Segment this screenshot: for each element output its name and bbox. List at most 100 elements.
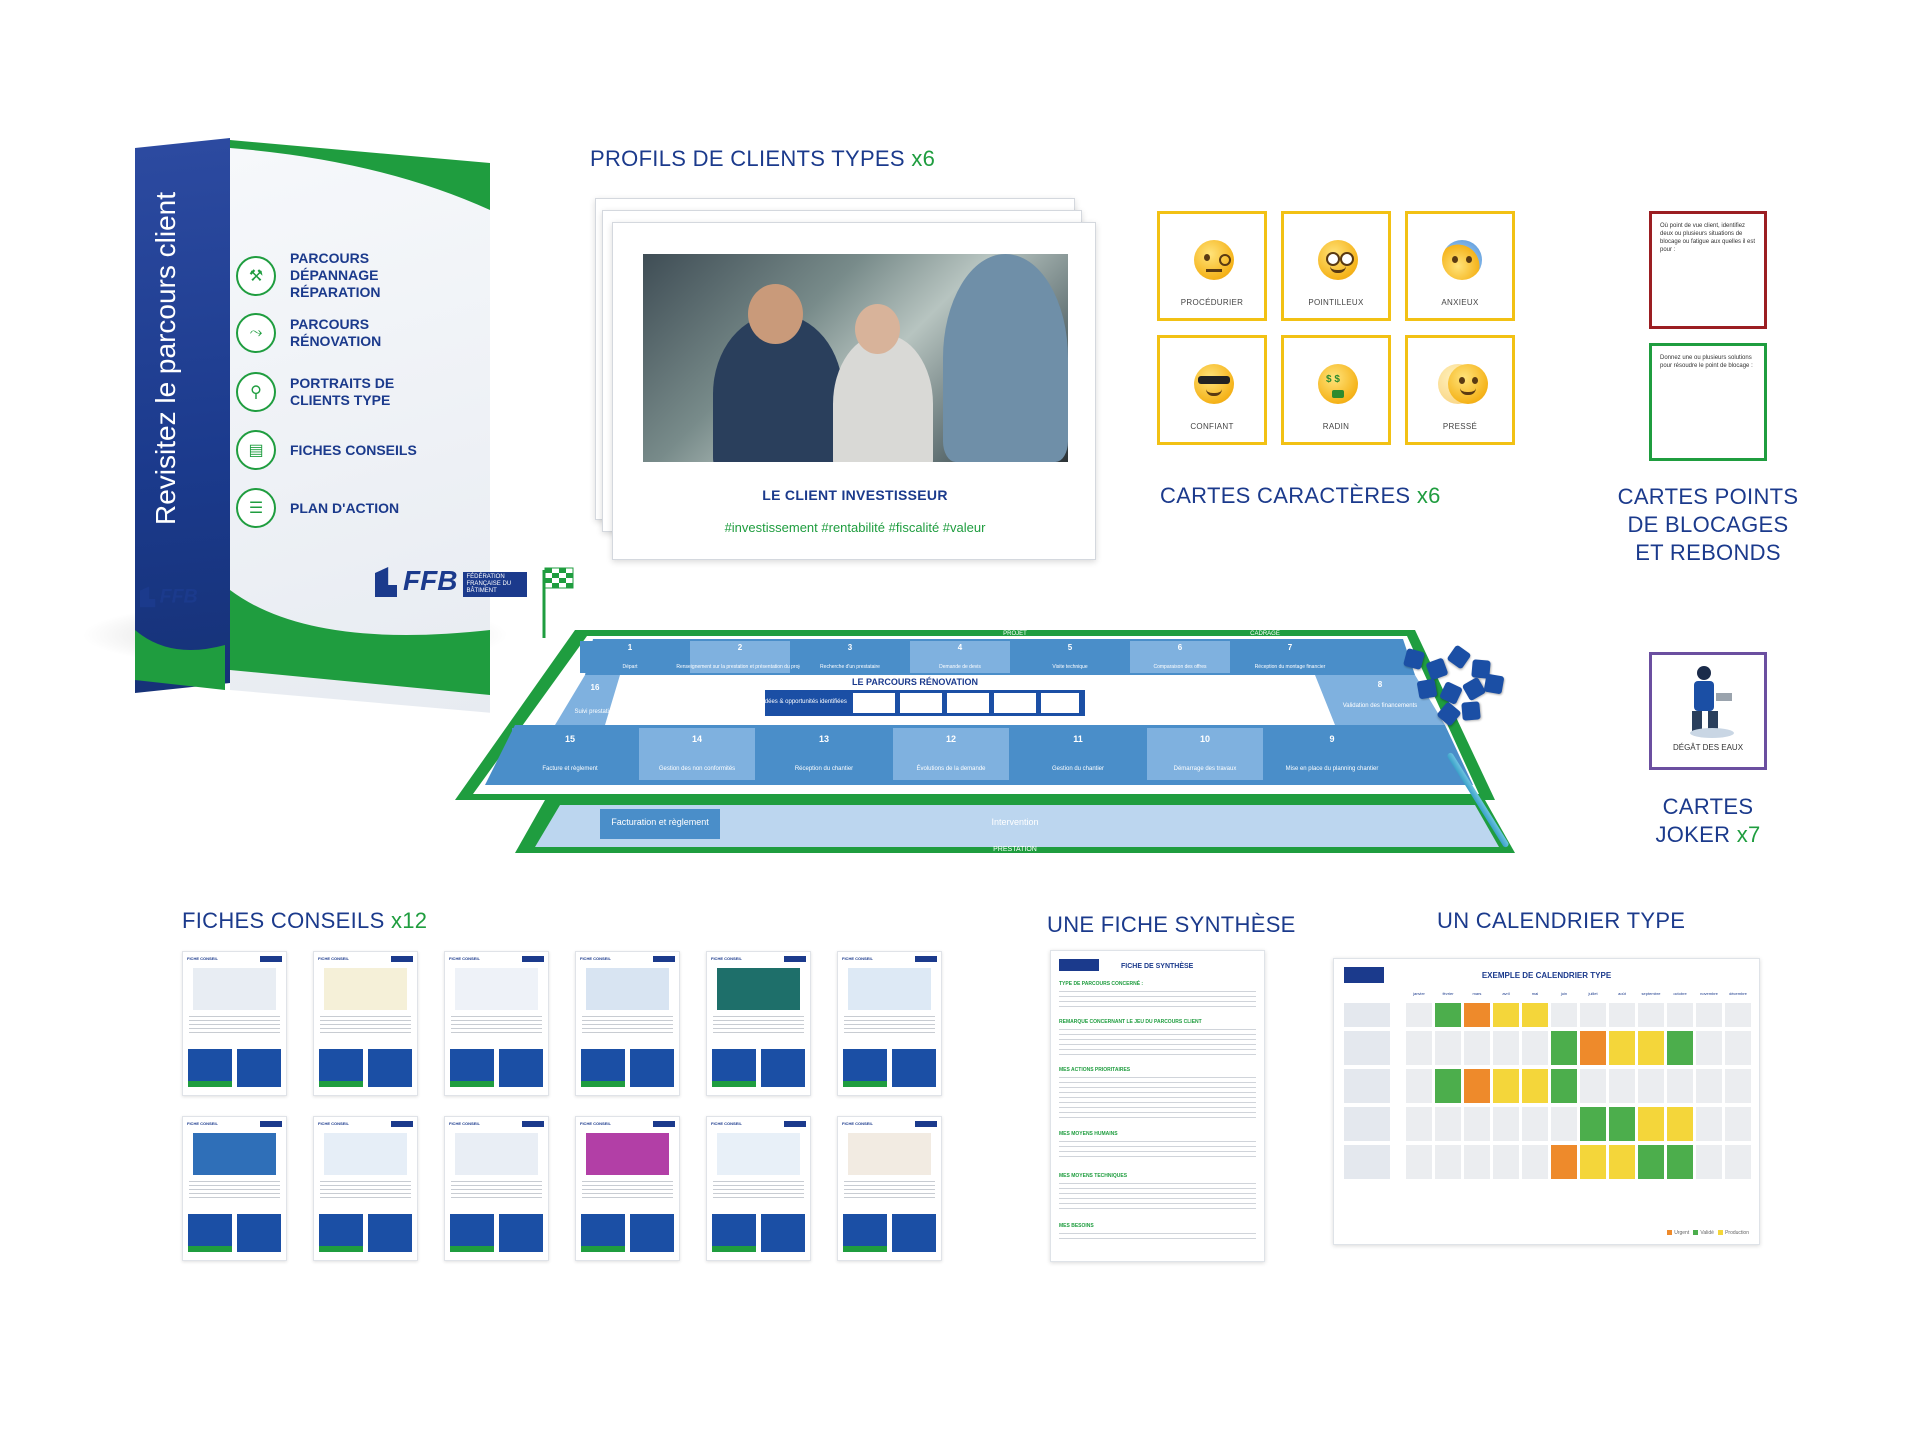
calendar-cell[interactable] — [1406, 1107, 1432, 1141]
calendar-cell[interactable] — [1696, 1031, 1722, 1065]
fiche-illustration — [848, 1133, 931, 1175]
die[interactable] — [1483, 673, 1505, 695]
calendar-cell[interactable] — [1464, 1145, 1490, 1179]
ffb-mini-logo — [260, 1121, 282, 1127]
synthese-document[interactable]: FICHE DE SYNTHÈSE TYPE DE PARCOURS CONCE… — [1050, 950, 1265, 1262]
calendar-cell[interactable] — [1580, 1107, 1606, 1141]
calendar-cell[interactable] — [1580, 1145, 1606, 1179]
fiche-panel — [761, 1214, 805, 1252]
fiche-conseil-card[interactable]: FICHE CONSEIL — [706, 1116, 811, 1261]
calendar-cell[interactable] — [1435, 1145, 1461, 1179]
calendar-cell[interactable] — [1406, 1003, 1432, 1027]
fiche-conseil-card[interactable]: FICHE CONSEIL — [575, 951, 680, 1096]
calendar-cell[interactable] — [1493, 1145, 1519, 1179]
calendar-cell[interactable] — [1609, 1107, 1635, 1141]
box-item-renovation: ⤳ PARCOURS RÉNOVATION — [236, 313, 450, 353]
calendar-cell[interactable] — [1638, 1145, 1664, 1179]
fiche-conseil-card[interactable]: FICHE CONSEIL — [444, 951, 549, 1096]
calendar-cell[interactable] — [1493, 1107, 1519, 1141]
calendar-cell[interactable] — [1725, 1069, 1751, 1103]
calendar-cell[interactable] — [1725, 1031, 1751, 1065]
calendar-cell[interactable] — [1551, 1145, 1577, 1179]
character-card-presse[interactable]: PRESSÉ — [1405, 335, 1515, 445]
ffb-mini-logo — [522, 1121, 544, 1127]
die[interactable] — [1461, 701, 1481, 721]
game-board[interactable]: Facturation et règlement Intervention PR… — [455, 625, 1515, 855]
calendar-cell[interactable] — [1638, 1003, 1664, 1027]
calendar-cell[interactable] — [1667, 1003, 1693, 1027]
fiche-conseil-card[interactable]: FICHE CONSEIL — [837, 1116, 942, 1261]
calendar-cell[interactable] — [1696, 1003, 1722, 1027]
calendar-cell[interactable] — [1522, 1145, 1548, 1179]
calendar-cell[interactable] — [1725, 1145, 1751, 1179]
calendar-cell[interactable] — [1493, 1003, 1519, 1027]
calendar-cell[interactable] — [1609, 1031, 1635, 1065]
calendar-cell[interactable] — [1522, 1069, 1548, 1103]
character-card-radin[interactable]: $ $ RADIN — [1281, 335, 1391, 445]
fiche-green-bar — [843, 1081, 887, 1087]
calendar-cell[interactable] — [1464, 1003, 1490, 1027]
fiche-conseil-card[interactable]: FICHE CONSEIL — [313, 951, 418, 1096]
calendar-cell[interactable] — [1609, 1069, 1635, 1103]
calendar-cell[interactable] — [1435, 1107, 1461, 1141]
board-idees-label: Idées & opportunités identifiées — [763, 699, 847, 705]
fiche-conseil-card[interactable]: FICHE CONSEIL — [575, 1116, 680, 1261]
calendar-cell[interactable] — [1580, 1069, 1606, 1103]
calendar-cell[interactable] — [1667, 1145, 1693, 1179]
board-step-label: Mise en place du planning chantier — [1286, 766, 1379, 772]
calendar-cell[interactable] — [1551, 1069, 1577, 1103]
calendar-cell[interactable] — [1696, 1107, 1722, 1141]
calendar-cell[interactable] — [1464, 1031, 1490, 1065]
fiche-green-bar — [581, 1246, 625, 1252]
calendar-cell[interactable] — [1725, 1003, 1751, 1027]
calendar-cell[interactable] — [1667, 1069, 1693, 1103]
calendar-cell[interactable] — [1493, 1069, 1519, 1103]
calendar-cell[interactable] — [1435, 1003, 1461, 1027]
calendar-cell[interactable] — [1609, 1003, 1635, 1027]
board-step-number: 13 — [819, 734, 829, 744]
fiche-conseil-card[interactable]: FICHE CONSEIL — [313, 1116, 418, 1261]
document-icon: ▤ — [236, 430, 276, 470]
calendar-cell[interactable] — [1638, 1069, 1664, 1103]
calendrier-document[interactable]: EXEMPLE DE CALENDRIER TYPE Urgent Validé… — [1333, 958, 1760, 1245]
calendar-cell[interactable] — [1638, 1107, 1664, 1141]
fiche-conseil-card[interactable]: FICHE CONSEIL — [837, 951, 942, 1096]
calendar-cell[interactable] — [1551, 1107, 1577, 1141]
calendar-cell[interactable] — [1522, 1003, 1548, 1027]
calendar-cell[interactable] — [1464, 1107, 1490, 1141]
joker-card-label: DÉGÂT DES EAUX — [1672, 743, 1744, 752]
calendar-cell[interactable] — [1667, 1031, 1693, 1065]
calendar-cell[interactable] — [1696, 1145, 1722, 1179]
character-card-anxieux[interactable]: ANXIEUX — [1405, 211, 1515, 321]
calendar-cell[interactable] — [1551, 1003, 1577, 1027]
blocage-card-green[interactable]: Donnez une ou plusieurs solutions pour r… — [1649, 343, 1767, 461]
calendar-cell[interactable] — [1551, 1031, 1577, 1065]
calendar-cell[interactable] — [1667, 1107, 1693, 1141]
calendar-cell[interactable] — [1464, 1069, 1490, 1103]
calendar-cell[interactable] — [1406, 1031, 1432, 1065]
calendar-cell[interactable] — [1522, 1107, 1548, 1141]
blocage-card-red[interactable]: Où point de vue client, identifiez deux … — [1649, 211, 1767, 329]
calendar-cell[interactable] — [1406, 1069, 1432, 1103]
calendar-cell[interactable] — [1522, 1031, 1548, 1065]
calendar-cell[interactable] — [1638, 1031, 1664, 1065]
fiche-conseil-card[interactable]: FICHE CONSEIL — [182, 1116, 287, 1261]
calendar-cell[interactable] — [1725, 1107, 1751, 1141]
calendar-cell[interactable] — [1493, 1031, 1519, 1065]
calendar-cell[interactable] — [1696, 1069, 1722, 1103]
joker-card[interactable]: DÉGÂT DES EAUX — [1649, 652, 1767, 770]
calendar-cell[interactable] — [1580, 1031, 1606, 1065]
character-card-confiant[interactable]: CONFIANT — [1157, 335, 1267, 445]
calendar-cell[interactable] — [1435, 1031, 1461, 1065]
fiche-conseil-card[interactable]: FICHE CONSEIL — [706, 951, 811, 1096]
calendar-cell[interactable] — [1406, 1145, 1432, 1179]
calendar-cell[interactable] — [1435, 1069, 1461, 1103]
character-card-pointilleux[interactable]: POINTILLEUX — [1281, 211, 1391, 321]
fiche-conseil-card[interactable]: FICHE CONSEIL — [182, 951, 287, 1096]
character-card-procedurier[interactable]: PROCÉDURIER — [1157, 211, 1267, 321]
calendar-cell[interactable] — [1580, 1003, 1606, 1027]
fiche-green-bar — [188, 1246, 232, 1252]
die[interactable] — [1416, 678, 1438, 700]
calendar-cell[interactable] — [1609, 1145, 1635, 1179]
fiche-conseil-card[interactable]: FICHE CONSEIL — [444, 1116, 549, 1261]
